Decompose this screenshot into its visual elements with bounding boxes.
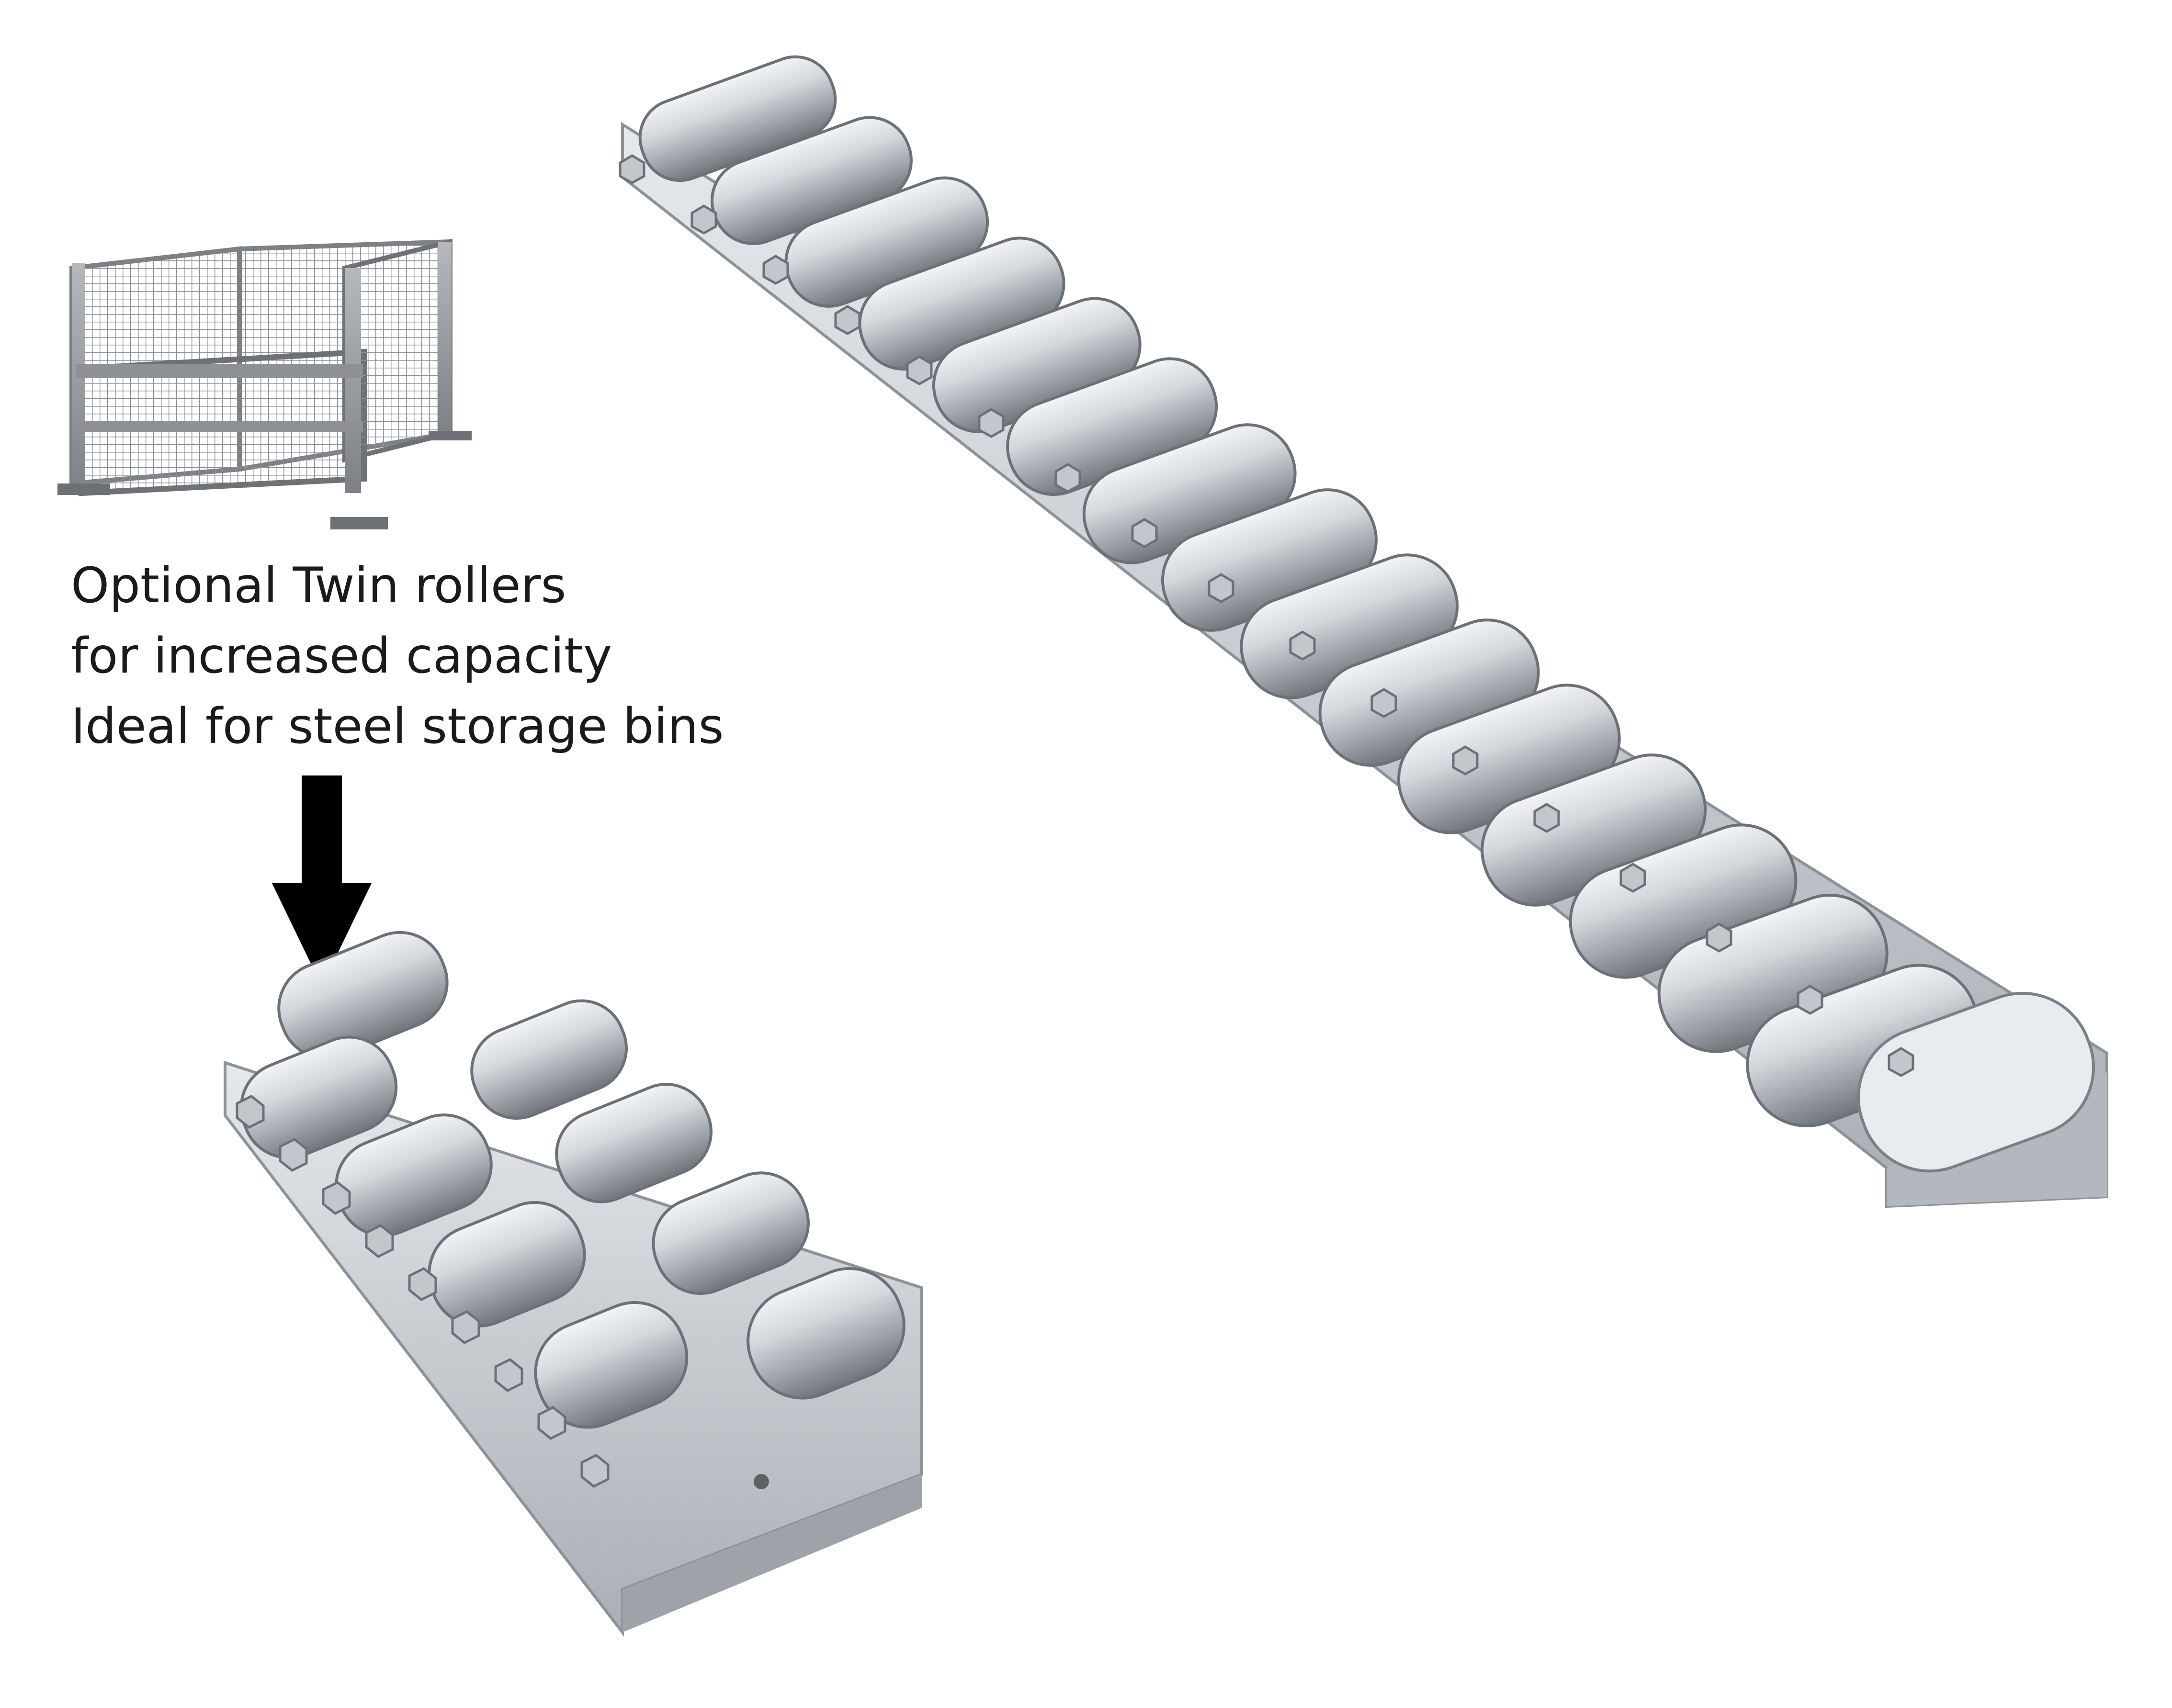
caption: Optional Twin rollers for increased capa… [71,551,741,762]
caption-line-3: Ideal for steel storage bins [71,698,724,755]
storage-bin-image [57,238,472,529]
single-track-rollers [638,55,2095,1173]
twin-track-nuts [236,1095,610,1488]
twin-roller-track-image [224,931,923,1637]
single-track-nuts [619,154,1914,1077]
down-arrow-icon [272,775,372,986]
single-roller-track-image [619,55,2108,1208]
caption-line-2: for increased capacity [71,628,612,685]
twin-rollers [239,931,905,1429]
caption-line-1: Optional Twin rollers [71,557,566,614]
